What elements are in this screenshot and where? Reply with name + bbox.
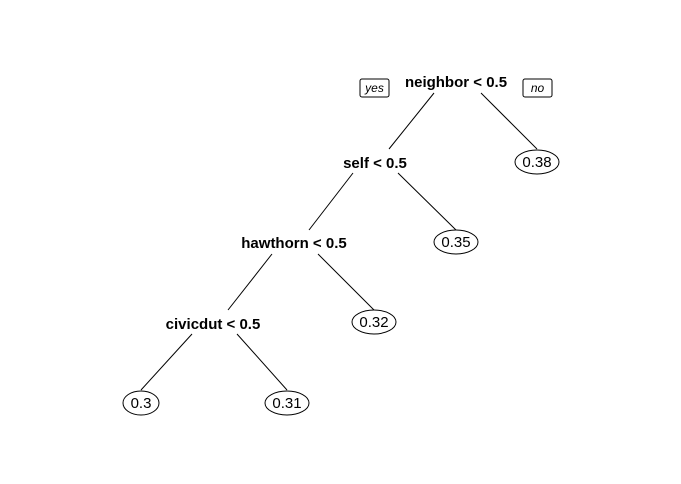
edge-neighbor-to-leaf-0.38 <box>480 92 538 150</box>
leaf-value: 0.3 <box>131 395 152 412</box>
yes-tag: yes <box>359 78 390 98</box>
split-hawthorn: hawthorn < 0.5 <box>241 235 346 252</box>
edge-hawthorn-to-civicdut <box>227 253 273 311</box>
leaf-value: 0.31 <box>272 395 301 412</box>
edge-civicdut-to-leaf-0.31 <box>236 333 288 391</box>
split-neighbor: neighbor < 0.5 <box>405 74 507 91</box>
split-self: self < 0.5 <box>343 155 407 172</box>
yes-label: yes <box>364 81 384 95</box>
edge-neighbor-to-self <box>388 92 435 150</box>
leaf-node: 0.35 <box>433 229 479 255</box>
edge-civicdut-to-leaf-0.3 <box>140 333 193 391</box>
edge-hawthorn-to-leaf-0.32 <box>317 253 375 311</box>
edge-self-to-hawthorn <box>308 172 354 231</box>
edge-self-to-leaf-0.35 <box>397 172 457 231</box>
split-civicdut: civicdut < 0.5 <box>166 316 261 333</box>
leaf-value: 0.38 <box>522 154 551 171</box>
leaf-node: 0.3 <box>122 390 160 416</box>
leaf-node: 0.31 <box>264 390 310 416</box>
leaf-value: 0.32 <box>359 314 388 331</box>
leaf-node: 0.38 <box>514 149 560 175</box>
no-label: no <box>531 81 545 95</box>
no-tag: no <box>522 78 553 98</box>
leaf-value: 0.35 <box>441 234 470 251</box>
leaf-node: 0.32 <box>351 309 397 335</box>
